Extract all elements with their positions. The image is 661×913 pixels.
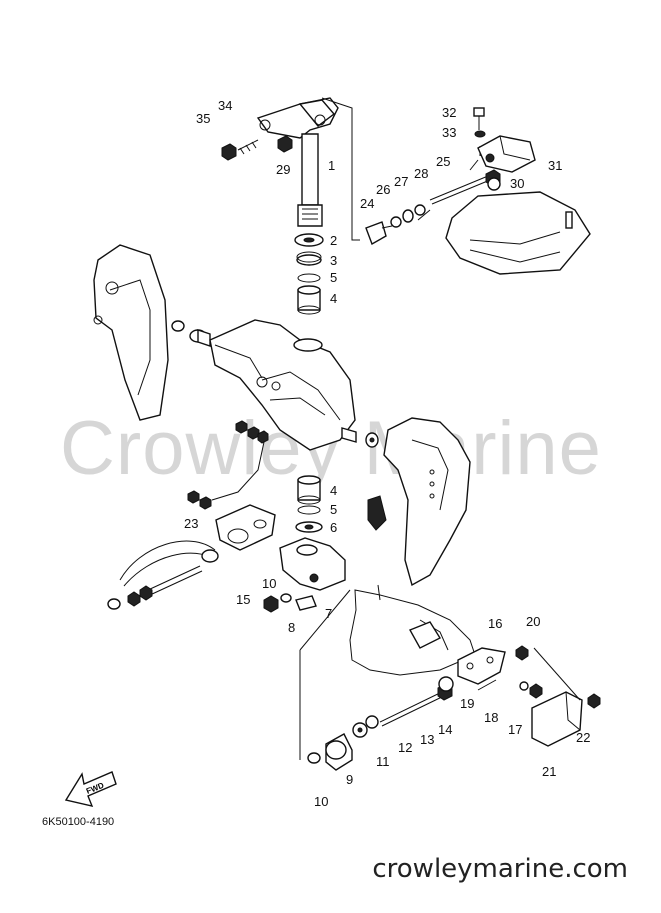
callout-14: 14 — [438, 722, 452, 737]
callout-5: 5 — [330, 270, 337, 285]
washer-33 — [474, 130, 486, 138]
callout-35: 35 — [196, 111, 210, 126]
right-clamp-bracket — [367, 417, 471, 587]
callout-28: 28 — [414, 166, 428, 181]
callout-18: 18 — [484, 710, 498, 725]
nut-20 — [515, 645, 529, 661]
fwd-arrow-icon: FWD — [64, 771, 117, 807]
left-bushing — [171, 320, 211, 347]
oring-5-upper — [297, 273, 321, 283]
washer-12 — [365, 715, 379, 729]
callout-4: 4 — [330, 291, 337, 306]
washer-28 — [414, 204, 426, 216]
callout-15: 15 — [236, 592, 250, 607]
callout-10: 10 — [262, 576, 276, 591]
steering-arm — [256, 97, 339, 139]
steering-shaft — [297, 133, 323, 227]
tilt-pin-bushing — [341, 427, 379, 448]
callout-9: 9 — [346, 772, 353, 787]
callout-20: 20 — [526, 614, 540, 629]
upper-mount-block-16 — [457, 647, 506, 685]
callout-13: 13 — [420, 732, 434, 747]
washer-30 — [487, 177, 501, 191]
washer-11 — [352, 722, 368, 738]
callout-12: 12 — [398, 740, 412, 755]
lower-mount-housing — [279, 537, 346, 591]
grease-nipple-set — [187, 420, 269, 510]
callout-2: 2 — [330, 233, 337, 248]
callout-23: 23 — [184, 516, 198, 531]
screw-19 — [477, 679, 497, 691]
mount-rubber-9 — [325, 733, 353, 771]
callout-25: 25 — [436, 154, 450, 169]
leader-lines — [299, 97, 581, 760]
washer-10-lower — [307, 752, 321, 764]
callout-33: 33 — [442, 125, 456, 140]
left-clamp-bracket — [93, 244, 169, 421]
steering-cable-guide — [107, 540, 219, 610]
callout-29: 29 — [276, 162, 290, 177]
callout-27: 27 — [394, 174, 408, 189]
callout-3: 3 — [330, 253, 337, 268]
seal-6 — [295, 521, 323, 533]
cover-21 — [531, 691, 583, 747]
callout-19: 19 — [460, 696, 474, 711]
screw-22 — [587, 693, 601, 709]
diagram-code: 6K50100-4190 — [42, 816, 115, 828]
washer-27 — [402, 209, 414, 223]
stud-24 — [365, 221, 393, 246]
callout-8: 8 — [288, 620, 295, 635]
callout-26: 26 — [376, 182, 390, 197]
washer-10-mid — [280, 593, 292, 603]
site-url: crowleymarine.com — [372, 854, 628, 884]
long-bolt-13 — [379, 683, 453, 727]
bolt-34 — [237, 139, 259, 155]
callout-11: 11 — [376, 754, 390, 769]
callout-17: 17 — [508, 722, 522, 737]
callout-labels: 1 2 3 4 4 5 5 6 7 8 9 10 10 11 12 13 14 … — [184, 98, 590, 809]
callout-16: 16 — [488, 616, 502, 631]
washer-18 — [519, 681, 529, 691]
bushing-4-upper — [297, 285, 321, 315]
callout-21: 21 — [542, 764, 556, 779]
oring-5-lower — [297, 505, 321, 515]
callout-5: 5 — [330, 502, 337, 517]
callout-34: 34 — [218, 98, 232, 113]
callout-32: 32 — [442, 105, 456, 120]
nut-35 — [221, 143, 237, 161]
bracket-23 — [215, 504, 276, 551]
upper-mount-31 — [477, 135, 536, 173]
nut-29 — [277, 135, 293, 153]
callout-7: 7 — [325, 606, 332, 621]
washer-26 — [390, 216, 402, 228]
callout-1: 1 — [328, 158, 335, 173]
bolt-32 — [473, 107, 485, 130]
callout-6: 6 — [330, 520, 337, 535]
swivel-bracket — [209, 319, 356, 451]
callout-4: 4 — [330, 483, 337, 498]
mounting-plate — [445, 191, 591, 275]
callout-30: 30 — [510, 176, 524, 191]
bushing-4-lower — [297, 475, 321, 505]
washer-14 — [438, 676, 454, 692]
callout-10: 10 — [314, 794, 328, 809]
callout-31: 31 — [548, 158, 562, 173]
callout-24: 24 — [360, 196, 374, 211]
lower-unit-outline — [349, 584, 476, 676]
washer-2 — [294, 233, 324, 247]
clip-8 — [295, 595, 317, 611]
callout-22: 22 — [576, 730, 590, 745]
nut-17 — [529, 683, 543, 699]
nut-15 — [263, 595, 279, 613]
seal-3 — [296, 251, 322, 266]
